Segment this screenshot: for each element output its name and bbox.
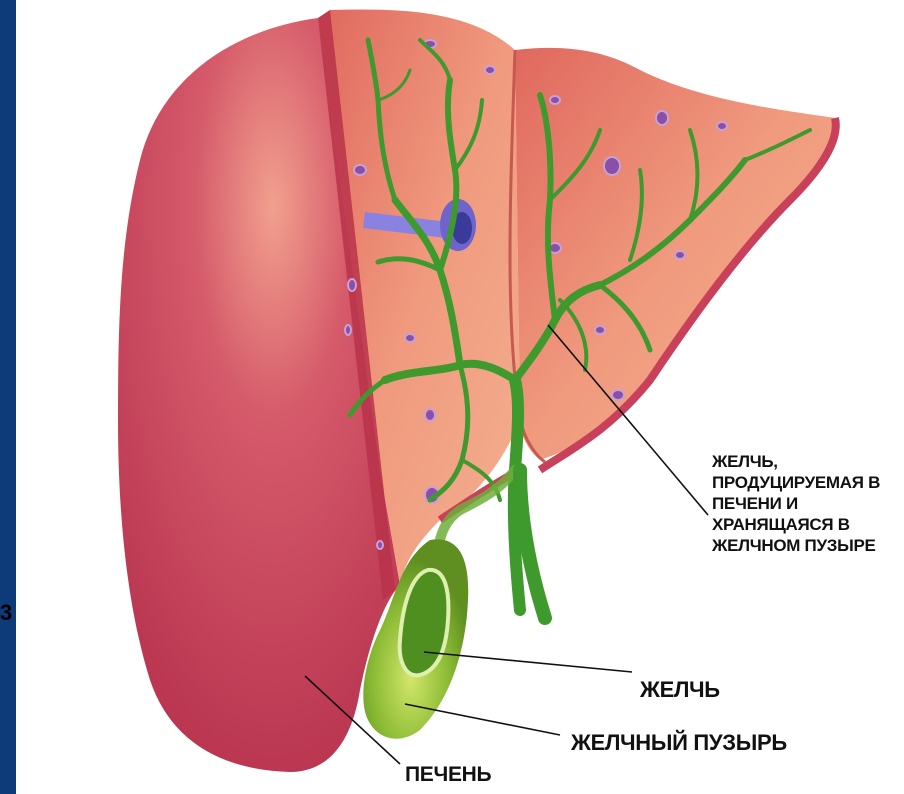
label-line: ХРАНЯЩАЯСЯ В — [712, 514, 902, 535]
label-line: ЖЕЛЧЬ, — [712, 451, 902, 472]
label-line: ПЕЧЕНИ И — [712, 493, 902, 514]
label-bile-produced: ЖЕЛЧЬ, ПРОДУЦИРУЕМАЯ В ПЕЧЕНИ И ХРАНЯЩАЯ… — [712, 451, 902, 556]
label-bile: ЖЕЛЧЬ — [640, 677, 720, 703]
label-line: ЖЕЛЧНОМ ПУЗЫРЕ — [712, 535, 902, 556]
label-liver: ПЕЧЕНЬ — [405, 763, 491, 787]
label-gallbladder: ЖЕЛЧНЫЙ ПУЗЫРЬ — [571, 730, 787, 756]
label-line: ПРОДУЦИРУЕМАЯ В — [712, 472, 902, 493]
